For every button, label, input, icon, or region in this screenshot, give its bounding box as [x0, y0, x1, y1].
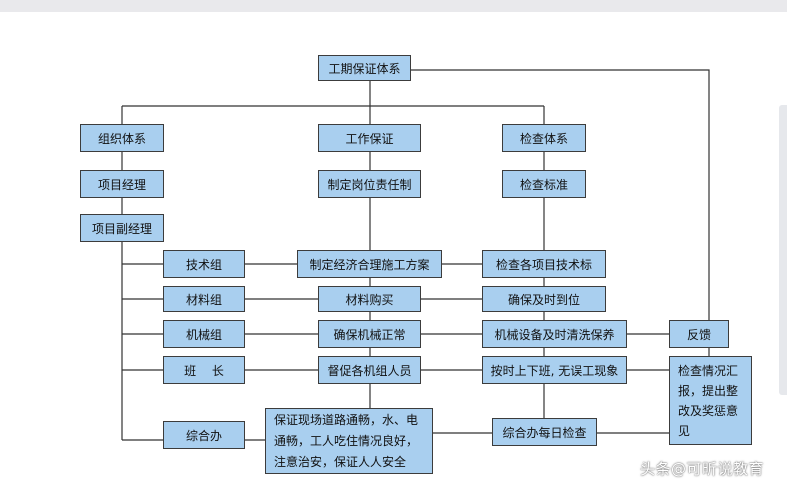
tech-group-box: 技术组	[163, 250, 245, 278]
feedback-box: 反馈	[669, 320, 729, 348]
root-label: 工期保证体系	[328, 61, 401, 76]
machinery-group-label: 机械组	[185, 327, 222, 342]
org-system-box: 组织体系	[80, 124, 164, 152]
timely-arrival-label: 确保及时到位	[507, 292, 580, 307]
machinery-group-box: 机械组	[163, 320, 245, 348]
urge-staff-label: 督促各机组人员	[327, 363, 412, 378]
deputy-manager-box: 项目副经理	[80, 214, 164, 242]
material-group-label: 材料组	[185, 292, 222, 307]
check-tech-standard-box: 检查各项目技术标	[482, 250, 606, 278]
daily-check-box: 综合办每日检查	[492, 418, 597, 446]
root-box: 工期保证体系	[318, 55, 411, 81]
site-guarantee-box: 保证现场道路通畅，水、电通畅，工人吃住情况良好，注意治安，保证人人安全	[265, 408, 433, 474]
deputy-manager-label: 项目副经理	[91, 221, 152, 236]
check-standard-box: 检查标准	[502, 170, 586, 198]
equipment-cleaning-box: 机械设备及时清洗保养	[482, 320, 627, 348]
machinery-normal-label: 确保机械正常	[333, 327, 406, 342]
check-system-box: 检查体系	[502, 124, 586, 152]
check-report-box: 检查情况汇报，提出整改及奖惩意见	[669, 356, 752, 445]
timely-arrival-box: 确保及时到位	[482, 286, 606, 312]
material-purchase-label: 材料购买	[345, 292, 394, 307]
site-guarantee-label: 保证现场道路通畅，水、电通畅，工人吃住情况良好，注意治安，保证人人安全	[274, 412, 419, 469]
job-responsibility-label: 制定岗位责任制	[327, 177, 412, 192]
general-office-box: 综合办	[163, 421, 245, 449]
material-group-box: 材料组	[163, 286, 245, 312]
project-manager-box: 项目经理	[80, 170, 164, 198]
work-guarantee-box: 工作保证	[318, 124, 421, 152]
construction-plan-label: 制定经济合理施工方案	[309, 257, 430, 272]
connector	[411, 69, 710, 320]
feedback-label: 反馈	[686, 327, 711, 342]
check-report-label: 检查情况汇报，提出整改及奖惩意见	[678, 364, 739, 438]
check-standard-label: 检查标准	[519, 177, 568, 192]
urge-staff-box: 督促各机组人员	[318, 356, 421, 384]
daily-check-label: 综合办每日检查	[502, 425, 587, 440]
machinery-normal-box: 确保机械正常	[318, 320, 421, 348]
top-scroll-strip	[0, 0, 787, 12]
work-guarantee-label: 工作保证	[345, 131, 394, 146]
on-time-work-box: 按时上下班, 无误工现象	[482, 356, 627, 384]
team-leader-box: 班 长	[163, 356, 245, 384]
right-side-tab[interactable]	[779, 105, 787, 395]
construction-plan-box: 制定经济合理施工方案	[297, 250, 442, 278]
on-time-work-label: 按时上下班, 无误工现象	[490, 363, 619, 378]
check-tech-standard-label: 检查各项目技术标	[495, 257, 592, 272]
tech-group-label: 技术组	[185, 257, 222, 272]
project-manager-label: 项目经理	[97, 177, 146, 192]
check-system-label: 检查体系	[519, 131, 568, 146]
job-responsibility-box: 制定岗位责任制	[318, 170, 421, 198]
general-office-label: 综合办	[185, 428, 222, 443]
material-purchase-box: 材料购买	[318, 286, 421, 312]
team-leader-label: 班 长	[184, 363, 224, 378]
equipment-cleaning-label: 机械设备及时清洗保养	[494, 327, 615, 342]
org-system-label: 组织体系	[97, 131, 146, 146]
watermark: 头条@可昕说教育	[640, 460, 765, 478]
